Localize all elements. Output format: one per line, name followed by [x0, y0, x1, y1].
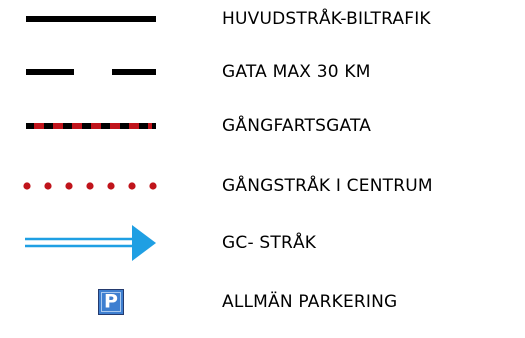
legend-label: HUVUDSTRÅK-BILTRAFIK: [222, 9, 431, 29]
legend-label: GÅNGSTRÅK I CENTRUM: [222, 176, 433, 196]
parking-symbol: P: [20, 282, 170, 322]
solid-line-icon: [26, 16, 156, 22]
legend-item-central-walkway: GÅNGSTRÅK I CENTRUM: [0, 166, 525, 206]
red-dotted-line-symbol: [20, 166, 170, 206]
solid-line-symbol: [20, 0, 170, 39]
legend-label: GC- STRÅK: [222, 233, 317, 253]
red-black-dashed-line-icon: [26, 123, 156, 129]
legend-label: GÅNGFARTSGATA: [222, 116, 372, 136]
dashed-line-icon: [26, 69, 156, 75]
legend-item-public-parking: P ALLMÄN PARKERING: [0, 282, 525, 322]
legend-item-cycle-walk-route: GC- STRÅK: [0, 223, 525, 263]
blue-double-arrow-symbol: [20, 223, 170, 263]
legend-item-pedestrian-priority-street: GÅNGFARTSGATA: [0, 106, 525, 146]
blue-arrow-icon: [25, 225, 156, 261]
red-dotted-line-icon: [23, 182, 157, 190]
legend-label: ALLMÄN PARKERING: [222, 292, 398, 312]
legend-item-main-car-route: HUVUDSTRÅK-BILTRAFIK: [0, 0, 525, 39]
legend-label: GATA MAX 30 KM: [222, 62, 371, 82]
legend-item-street-max-30: GATA MAX 30 KM: [0, 52, 525, 92]
parking-sign-border: [101, 292, 121, 312]
parking-sign-icon: P: [98, 289, 124, 315]
red-black-dashed-line-symbol: [20, 106, 170, 146]
dashed-line-symbol: [20, 52, 170, 92]
parking-sign-letter: P: [104, 290, 118, 313]
